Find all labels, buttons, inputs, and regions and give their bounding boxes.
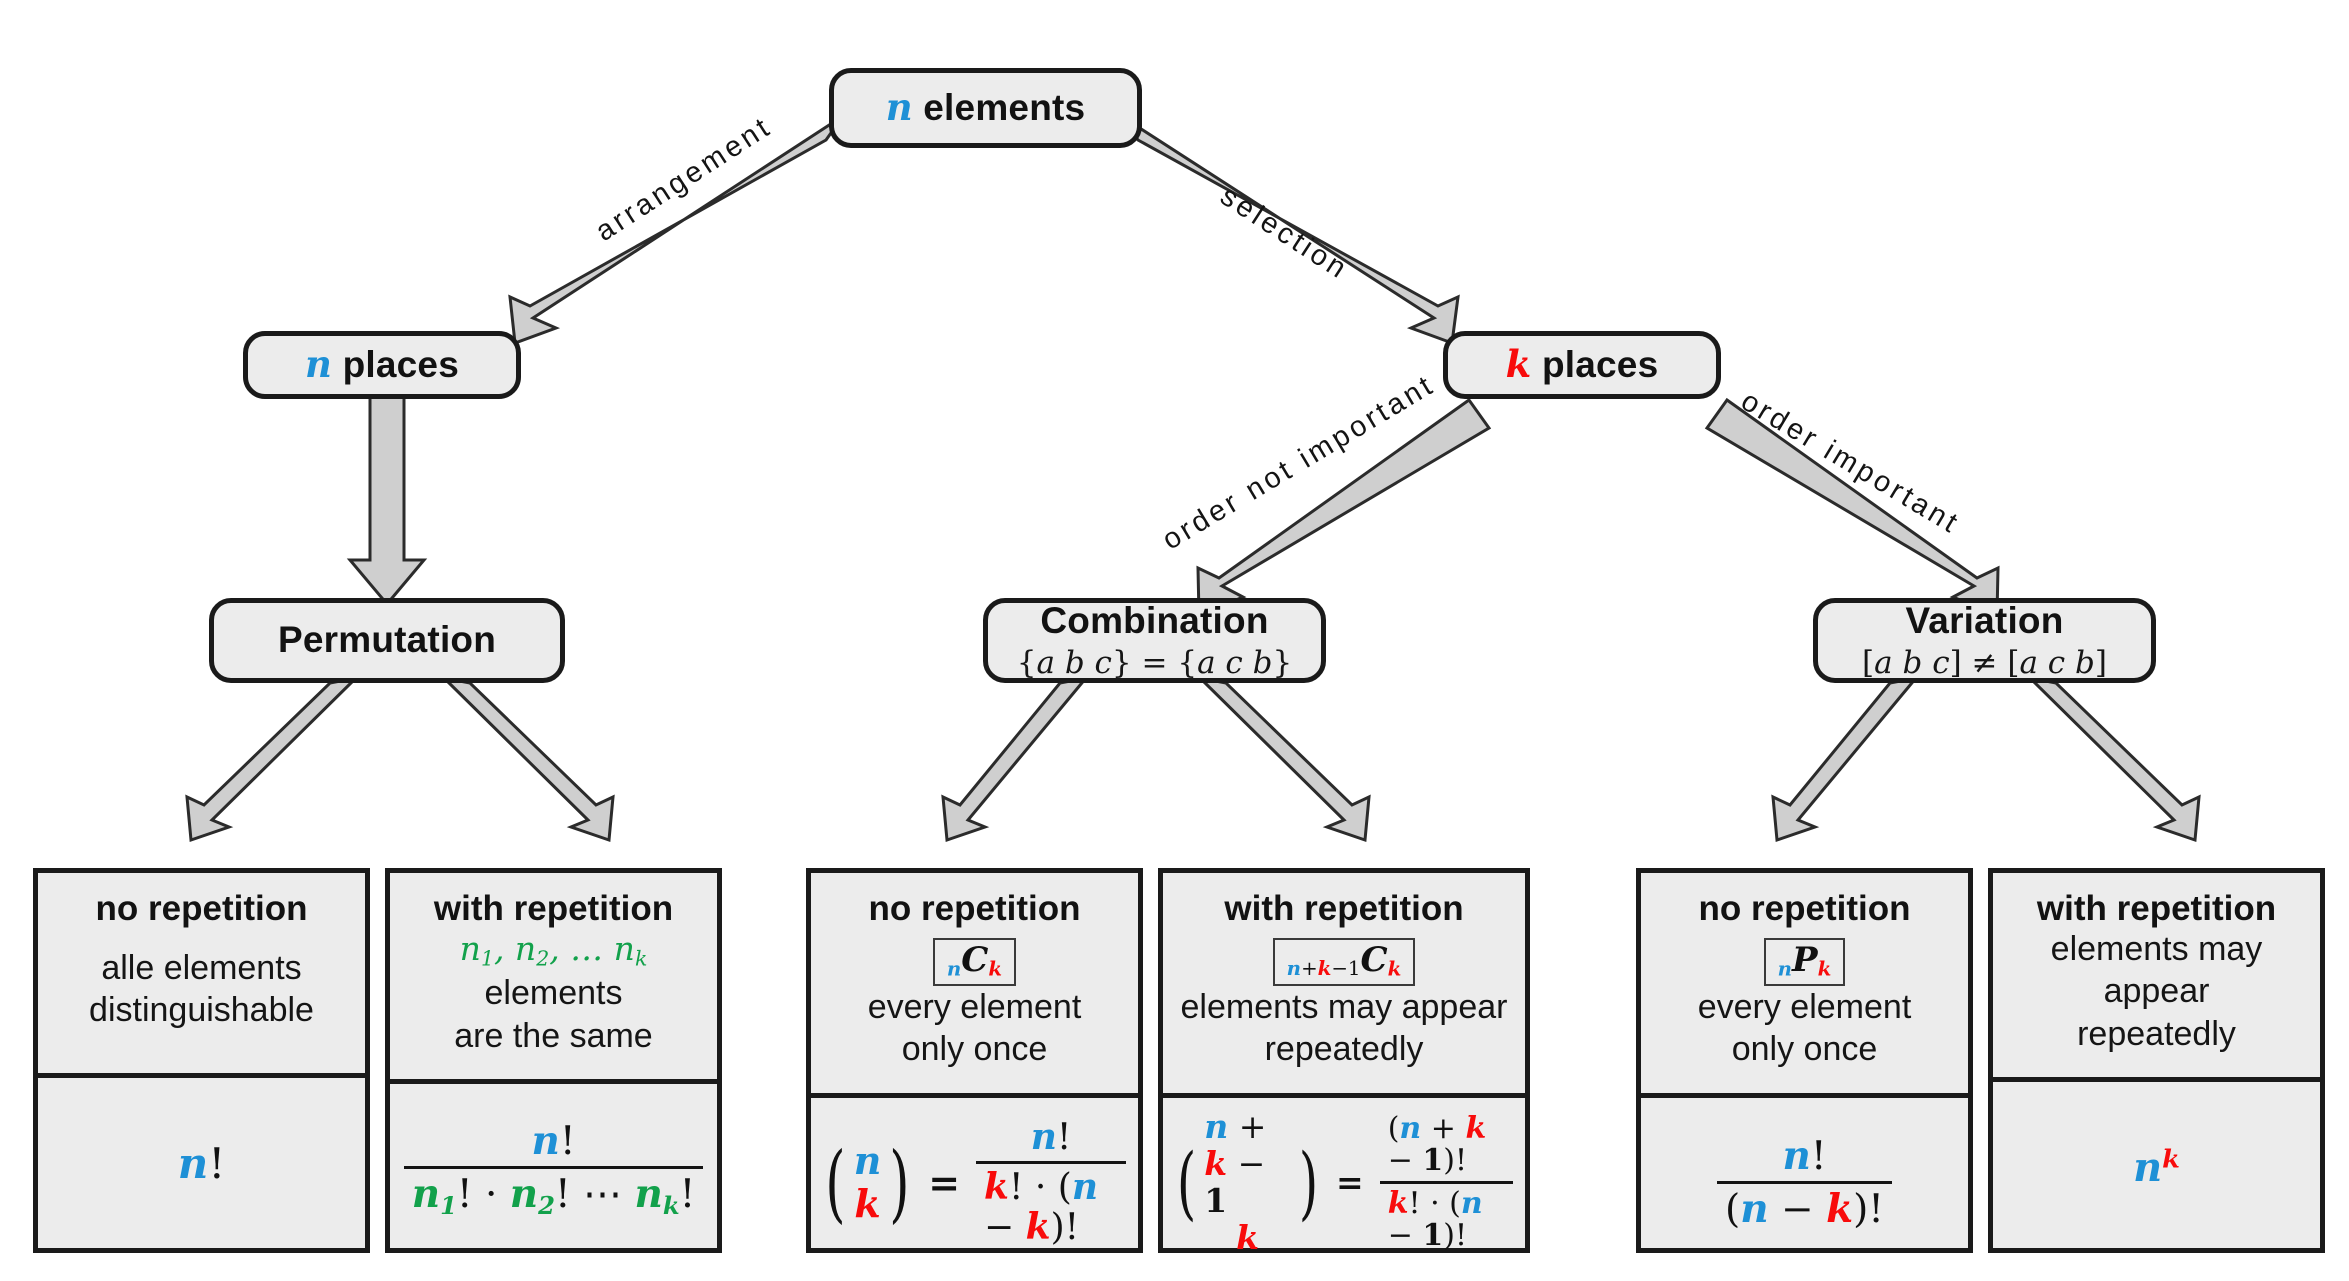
repetition-label: no repetition (1698, 889, 1911, 928)
edge-label-arrangement: arrangement (590, 110, 778, 248)
desc-line-1: alle elements (101, 948, 302, 987)
desc-line-2: repeatedly (1264, 1030, 1424, 1069)
node-n-elements-text: elements (923, 87, 1086, 129)
desc-line-2: are the same (454, 1016, 653, 1055)
divider (390, 1079, 717, 1085)
edge-label-order-not-important: order not important (1157, 368, 1441, 557)
arrow-combination-no-repetition (941, 675, 1090, 843)
repetition-label: no repetition (868, 889, 1081, 928)
arrow-arrangement (508, 114, 845, 346)
node-n-elements[interactable]: n elements (829, 68, 1142, 148)
leaf-permutation-no-repetition[interactable]: no repetition alle elements distinguisha… (33, 868, 370, 1253)
leaf-variation-with-repetition[interactable]: with repetition elements may appear repe… (1988, 868, 2325, 1253)
node-k-places[interactable]: k places (1443, 331, 1721, 399)
formula: ( n k ) = n! k! · (n − k)! (811, 1098, 1138, 1268)
desc-line-1: every element (867, 987, 1082, 1026)
notation-npkm1Ck: n+k−1Ck (1272, 937, 1416, 986)
var-n: n (305, 342, 333, 387)
divider (38, 1073, 365, 1078)
node-k-places-text: places (1541, 344, 1659, 386)
desc-line-1: elements may appear (1180, 987, 1508, 1026)
description: elements may appear repeatedly (2003, 928, 2310, 1070)
formula: n! n1! · n2! ⋯ nk! (390, 1084, 717, 1254)
leaf-variation-no-repetition[interactable]: no repetition nPk every element only onc… (1636, 868, 1973, 1253)
arrow-permutation-no-repetition (185, 675, 361, 843)
leaf-top: no repetition alle elements distinguisha… (38, 873, 365, 1073)
notation-nCk: nCk (932, 937, 1017, 986)
node-permutation[interactable]: Permutation (209, 598, 565, 683)
node-variation[interactable]: Variation [a b c] ≠ [a c b] (1813, 598, 2156, 683)
var-k: k (1505, 342, 1532, 387)
node-k-places-label: k places (1506, 344, 1659, 386)
var-n: n (885, 85, 913, 130)
divider (1163, 1092, 1525, 1098)
arrow-variation-no-repetition (1771, 675, 1920, 843)
arrow-variation-with-repetition (2025, 675, 2201, 843)
divider (1641, 1092, 1968, 1098)
notation-nPk: nPk (1763, 937, 1846, 986)
repetition-label: no repetition (95, 889, 308, 928)
leaf-combination-no-repetition[interactable]: no repetition nCk every element only onc… (806, 868, 1143, 1253)
description: alle elements distinguishable (89, 947, 314, 1046)
node-combination-title: Combination (1040, 600, 1269, 642)
formula: n! (n − k)! (1641, 1098, 1968, 1268)
formula: nk (2133, 1143, 2180, 1191)
arrow-permutation-with-repetition (439, 675, 615, 843)
desc-line-2: repeatedly (2077, 1014, 2236, 1053)
leaf-top: with repetition n+k−1Ck elements may app… (1163, 873, 1525, 1093)
leaf-top: no repetition nCk every element only onc… (811, 873, 1138, 1093)
node-n-places-text: places (342, 344, 459, 386)
node-variation-title: Variation (1905, 600, 2064, 642)
edge-label-order-important: order important (1735, 385, 1966, 541)
node-variation-subtitle: [a b c] ≠ [a c b] (1862, 644, 2107, 681)
repetition-label: with repetition (2036, 889, 2277, 928)
edge-label-selection: selection (1214, 180, 1355, 287)
leaf-combination-with-repetition[interactable]: with repetition n+k−1Ck elements may app… (1158, 868, 1530, 1256)
desc-line-2: distinguishable (89, 991, 314, 1030)
description: every element only once (868, 986, 1082, 1085)
desc-line-1: every element (1697, 987, 1912, 1026)
description: every element only once (1698, 986, 1912, 1085)
leaf-top: with repetition elements may appear repe… (1993, 873, 2320, 1077)
node-n-places-label: n places (305, 344, 459, 386)
repetition-label: with repetition (1224, 889, 1464, 928)
repetition-label: with repetition (433, 889, 674, 928)
node-combination[interactable]: Combination {a b c} = {a c b} (983, 598, 1326, 683)
node-combination-subtitle: {a b c} = {a c b} (1016, 644, 1293, 681)
formula: ( n + k − 1 k ) = (n + k − 1)! k! · (n −… (1163, 1098, 1525, 1268)
divider (1993, 1077, 2320, 1083)
node-n-places[interactable]: n places (243, 331, 521, 399)
node-n-elements-label: n elements (886, 87, 1086, 129)
desc-line-1: elements may appear (2050, 929, 2263, 1011)
desc-line-2: only once (901, 1030, 1048, 1069)
arrow-n-places-permutation (346, 392, 428, 607)
leaf-top: no repetition nPk every element only onc… (1641, 873, 1968, 1093)
leaf-top: with repetition n1, n2, … nk elements ar… (390, 873, 717, 1079)
description: n1, n2, … nk elements are the same (454, 928, 653, 1055)
desc-line-2: only once (1731, 1030, 1878, 1069)
divider (811, 1092, 1138, 1098)
leaf-permutation-with-repetition[interactable]: with repetition n1, n2, … nk elements ar… (385, 868, 722, 1253)
arrow-combination-with-repetition (1195, 675, 1371, 843)
formula: n! (177, 1138, 226, 1188)
node-permutation-title: Permutation (277, 619, 497, 661)
description: elements may appear repeatedly (1181, 986, 1508, 1085)
desc-line-1-tail: elements (484, 974, 623, 1013)
